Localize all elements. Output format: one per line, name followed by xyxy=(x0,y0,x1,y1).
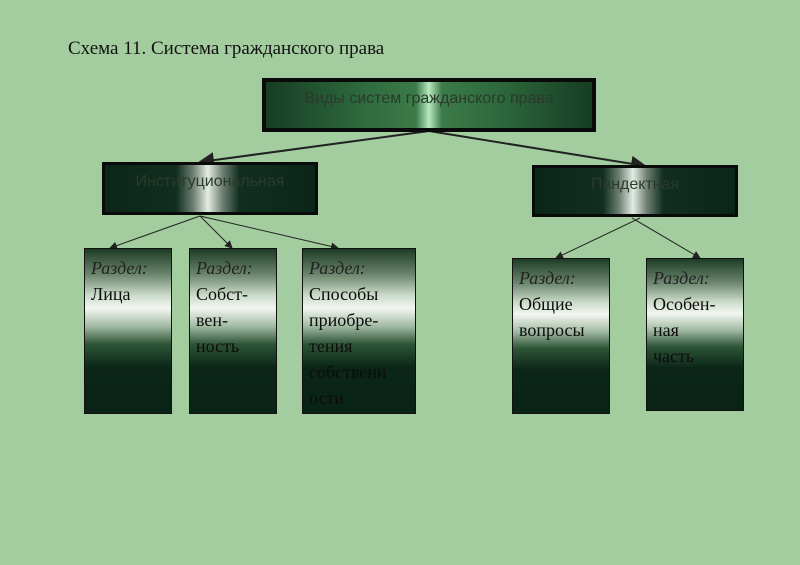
section-text: Собст- вен- ность xyxy=(196,284,249,356)
section-persons: Раздел: Лица xyxy=(84,248,172,414)
root-node: Виды систем гражданского права xyxy=(262,78,596,132)
arrow-root-to-institutional xyxy=(198,130,430,169)
category-label: Пандектная xyxy=(590,176,680,193)
section-general: Раздел: Общие вопросы xyxy=(512,258,610,414)
section-label: Раздел: xyxy=(519,268,576,288)
arrow-inst-to-persons xyxy=(109,215,201,250)
section-text: Лица xyxy=(91,284,131,304)
section-text: Общие вопросы xyxy=(519,294,585,340)
section-label: Раздел: xyxy=(91,258,148,278)
arrow-pand-to-special xyxy=(631,217,701,259)
section-label: Раздел: xyxy=(309,258,366,278)
category-label: Институциональная xyxy=(135,173,285,190)
section-property: Раздел: Собст- вен- ность xyxy=(189,248,277,414)
arrow-inst-to-property xyxy=(199,215,233,249)
section-text: Способы приобре- тения собствени ости xyxy=(309,284,387,408)
category-institutional: Институциональная xyxy=(102,162,318,215)
root-node-label: Виды систем гражданского права xyxy=(304,90,554,107)
diagram-title: Схема 11. Система гражданского права xyxy=(68,38,385,59)
arrow-pand-to-general xyxy=(555,217,641,259)
category-pandect: Пандектная xyxy=(532,165,738,217)
arrow-root-to-pandect xyxy=(428,130,647,172)
section-acquisition: Раздел: Способы приобре- тения собствени… xyxy=(302,248,416,414)
arrow-inst-to-acquisition xyxy=(199,215,339,251)
section-label: Раздел: xyxy=(196,258,253,278)
section-special: Раздел: Особен- ная часть xyxy=(646,258,744,411)
section-text: Особен- ная часть xyxy=(653,294,716,366)
section-label: Раздел: xyxy=(653,268,710,288)
